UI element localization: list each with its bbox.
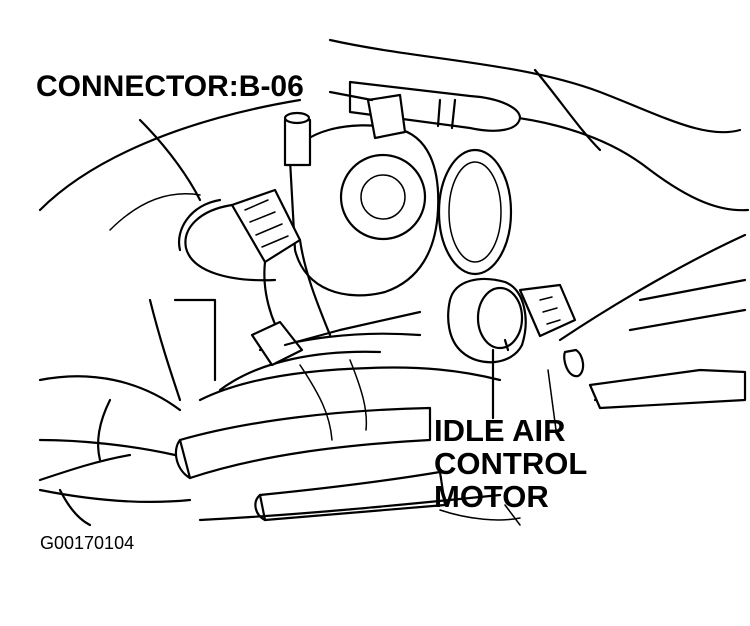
iac-label-line-2: CONTROL bbox=[434, 446, 588, 481]
figure-code: G00170104 bbox=[40, 533, 135, 553]
idle-air-control-motor-label: IDLE AIR CONTROL MOTOR bbox=[434, 414, 587, 513]
iac-label-line-3: MOTOR bbox=[434, 479, 549, 514]
iac-label-line-1: IDLE AIR bbox=[434, 413, 566, 448]
connector-b06-label: CONNECTOR:B-06 bbox=[36, 70, 304, 103]
